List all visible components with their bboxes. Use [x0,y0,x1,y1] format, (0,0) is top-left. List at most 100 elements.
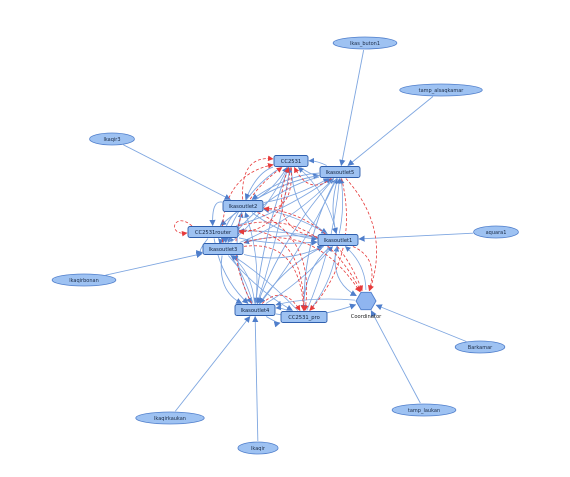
node-lkasoutlet4[interactable]: lkasoutlet4 [234,304,276,316]
node-shape [237,441,279,455]
node-label: lkasoutlet2 [229,204,258,210]
router-link-lkasoutlet1-lkasoutlet4 [259,246,325,305]
node-coordinator[interactable]: Coordinator [351,291,382,320]
node-lkasoutlet2[interactable]: lkasoutlet2 [222,200,264,212]
secondary-link-lkasoutlet1-coordinator [352,246,374,292]
secondary-link-cc2531router-cc2531_pro [238,229,307,312]
router-link-lkasoutlet5-lkasoutlet1 [331,178,339,235]
leaf-link-lkaqir3-lkasoutlet2 [123,144,231,200]
node-lkaqirkaukan[interactable]: lkaqirkaukan [135,411,205,425]
router-link-lkasoutlet1-coordinator [334,246,357,297]
node-lkasoutlet1[interactable]: lkasoutlet1 [317,234,359,246]
leaf-link-barkamar-coordinator [375,304,467,342]
secondary-link-lkasoutlet3-cc2531 [222,162,274,243]
node-lkasoutlet5[interactable]: lkasoutlet5 [319,166,361,178]
secondary-link-lkasoutlet5-cc2531 [294,167,332,186]
router-link-lkasoutlet1-lkasoutlet5 [338,177,345,234]
node-aquara1[interactable]: aquara1 [473,225,519,239]
node-cc2531_pro[interactable]: CC2531_pro [280,311,328,323]
node-cc2531[interactable]: CC2531 [273,155,309,167]
node-label: lkasoutlet5 [326,170,355,176]
router-link-lkasoutlet3-lkasoutlet4 [220,255,243,304]
secondary-link-lkasoutlet2-cc2531 [242,155,274,200]
secondary-link-cc2531-lkasoutlet2 [263,167,292,212]
secondary-link-lkasoutlet4-cc2531 [235,167,283,304]
router-link-lkasoutlet1-cc2531_pro [300,246,331,312]
node-label: CC2531 [281,159,301,165]
secondary-link-cc2531-cc2531router [238,167,291,235]
node-shape [332,36,398,50]
node-label: aquara1 [486,230,507,236]
node-label: lkaqirkaukan [154,416,186,422]
node-shape [391,403,457,417]
node-shape [187,226,239,238]
secondary-link-lkasoutlet5-coordinator [345,178,377,292]
router-link-coordinator-lkasoutlet4 [275,298,356,307]
self-loop-cc2531router [174,220,193,237]
secondary-link-lkasoutlet5-cc2531_pro [309,178,347,311]
secondary-link-lkasoutlet2-cc2531_pro [257,212,309,312]
node-shape [399,83,483,97]
node-lkaqir[interactable]: lkaqir [237,441,279,455]
node-lkaqir3[interactable]: lkaqir3 [89,132,135,146]
node-tamp_alsaqkamar[interactable]: tamp_alsaqkamar [399,83,483,97]
router-link-lkasoutlet4-cc2531 [256,166,292,304]
link-lines-secondary [174,155,377,312]
node-cc2531router[interactable]: CC2531router [187,226,239,238]
router-link-lkasoutlet3-cc2531_pro [227,255,293,311]
router-link-lkasoutlet3-lkasoutlet5 [239,178,334,243]
node-shape [473,225,519,239]
node-label: CC2531router [195,230,232,236]
node-lkasoutlet3[interactable]: lkasoutlet3 [202,243,244,255]
router-link-cc2531_pro-lkasoutlet4 [275,304,288,311]
router-link-lkasoutlet2-lkasoutlet5 [263,178,329,203]
node-label: Coordinator [351,314,382,320]
router-link-coordinator-lkasoutlet1 [344,246,367,291]
node-lkaqirbonan[interactable]: lkaqirbonan [51,273,117,287]
node-label: tamp_alsaqkamar [419,88,465,94]
secondary-link-cc2531router-coordinator [238,221,362,292]
node-shape [135,411,205,425]
node-label: lkasoutlet1 [324,238,353,244]
secondary-link-lkasoutlet3-cc2531_pro [243,245,307,312]
node-label: CC2531_pro [288,315,320,321]
router-link-lkasoutlet4-lkasoutlet2 [244,211,258,304]
node-label: lkaqir [251,446,266,452]
leaf-link-lkaqir-lkasoutlet4 [252,315,259,442]
node-shape [319,166,361,178]
node-tamp_laukan[interactable]: tamp_laukan [391,403,457,417]
router-link-cc2531-lkasoutlet4 [253,167,289,305]
secondary-link-lkasoutlet3-coordinator [243,237,361,293]
node-shape [317,234,359,246]
node-shape [280,311,328,323]
node-lkas_buton1[interactable]: lkas_buton1 [332,36,398,50]
leaf-link-tamp_laukan-coordinator [370,310,421,404]
node-barkamar[interactable]: Barkamar [454,340,506,354]
link-lines-primary [105,49,473,442]
secondary-link-lkasoutlet2-coordinator [263,207,363,292]
node-label: lkaqir3 [103,137,120,143]
router-link-cc2531router-lkasoutlet3 [195,238,209,257]
router-link-cc2531_pro-lkasoutlet3 [232,255,299,311]
router-link-lkasoutlet4-cc2531_pro [265,316,281,328]
secondary-link-lkasoutlet4-cc2531_pro [261,294,301,311]
router-link-lkasoutlet5-cc2531 [308,157,327,166]
node-shape [51,273,117,287]
node-shape [273,155,309,167]
coordinator-hexagon-icon [355,291,377,311]
node-label: lkas_buton1 [350,41,380,47]
router-link-lkasoutlet3-lkasoutlet1 [243,245,324,259]
node-shape [222,200,264,212]
leaf-link-lkaqirkaukan-lkasoutlet4 [174,316,251,412]
node-label: lkaqirbonan [69,278,99,284]
node-shape [202,243,244,255]
device-nodes: lkas_buton1 tamp_alsaqkamar lkaqir3 aquara1… [51,36,519,455]
node-shape [89,132,135,146]
node-label: Barkamar [468,345,493,351]
router-link-lkasoutlet2-cc2531router [209,201,223,227]
router-link-cc2531router-lkasoutlet5 [236,178,332,226]
leaf-link-tamp_alsaqkamar-lkasoutlet5 [347,96,434,166]
node-shape [454,340,506,354]
router-link-cc2531_pro-lkasoutlet1 [309,245,340,311]
